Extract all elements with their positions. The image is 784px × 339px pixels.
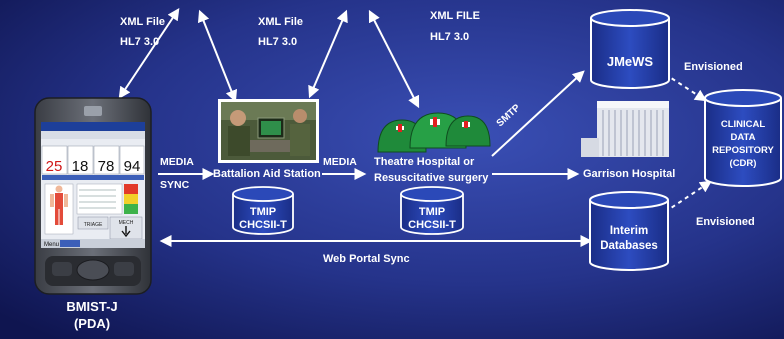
- xml-file-label-2: XML File: [258, 16, 303, 28]
- garrison-hospital-label: Garrison Hospital: [583, 168, 675, 180]
- media-sync-label-2: SYNC: [160, 179, 190, 191]
- envisioned-label-bottom: Envisioned: [696, 216, 755, 228]
- pda-label-1: BMIST-J: [66, 299, 117, 314]
- interim-label-b: Databases: [600, 240, 658, 252]
- pda-menu-label: Menu: [44, 242, 59, 248]
- web-portal-sync-label: Web Portal Sync: [323, 253, 410, 265]
- tmip-database-1: TMIP CHCSII-T: [232, 186, 294, 235]
- xml-file-label-1: XML File: [120, 16, 165, 28]
- pda-vital-3: 78: [98, 158, 115, 175]
- theatre-hospital-label-1: Theatre Hospital or: [374, 156, 475, 168]
- cdr-label-1: CLINICAL: [721, 119, 766, 130]
- tmip-2-label-a: TMIP: [419, 206, 445, 218]
- body-figure-icon: [55, 185, 63, 193]
- pda-vital-4: 94: [124, 158, 141, 175]
- cdr-database: CLINICAL DATA REPOSITORY (CDR): [704, 89, 782, 187]
- envisioned-label-top: Envisioned: [684, 61, 743, 73]
- interim-label-a: Interim: [610, 225, 648, 237]
- pda-label-2: (PDA): [74, 316, 110, 331]
- envisioned-arrow-bottom: [664, 180, 712, 213]
- pda-triage-button[interactable]: [77, 216, 109, 230]
- tmip-1-label-b: CHCSII-T: [239, 219, 287, 231]
- tmip-1-label-a: TMIP: [250, 206, 276, 218]
- xml-arrow-pda: [118, 8, 180, 99]
- garrison-hospital-building-icon: [581, 101, 669, 157]
- smtp-arrow: [491, 70, 585, 157]
- pda-dpad-button[interactable]: [76, 259, 110, 281]
- media-sync-label-1: MEDIA: [160, 156, 194, 168]
- jmews-database: JMeWS: [590, 9, 670, 89]
- pda-device: 25 18 78 94 TRIAGE MECH Menu: [34, 97, 152, 295]
- tmip-2-label-b: CHCSII-T: [408, 219, 456, 231]
- hl7-label-3: HL7 3.0: [430, 31, 469, 43]
- interim-database: Interim Databases: [589, 191, 669, 271]
- xml-arrow-battalion-2: [308, 9, 348, 99]
- xml-arrow-battalion: [197, 9, 238, 103]
- cdr-label-4: (CDR): [730, 158, 757, 169]
- jmews-label: JMeWS: [607, 54, 654, 69]
- battalion-aid-station-label: Battalion Aid Station: [213, 168, 321, 180]
- pda-triage-label: TRIAGE: [84, 222, 103, 228]
- pda-vital-2: 18: [72, 158, 89, 175]
- media-label: MEDIA: [323, 156, 357, 168]
- hl7-label-2: HL7 3.0: [258, 36, 297, 48]
- tent-hospital-icon: [377, 112, 491, 153]
- cdr-label-2: DATA: [731, 132, 756, 143]
- pda-mech-label: MECH: [119, 220, 134, 226]
- xml-file-label-3: XML FILE: [430, 10, 480, 22]
- cdr-label-3: REPOSITORY: [712, 145, 774, 156]
- battalion-photo: [218, 99, 319, 163]
- theatre-hospital-label-2: Resuscitative surgery: [374, 172, 489, 184]
- hl7-label-1: HL7 3.0: [120, 36, 159, 48]
- down-arrow-icon: [121, 226, 131, 238]
- pda-vital-1: 25: [46, 158, 63, 175]
- xml-arrow-theatre: [368, 9, 420, 109]
- tmip-database-2: TMIP CHCSII-T: [400, 186, 464, 235]
